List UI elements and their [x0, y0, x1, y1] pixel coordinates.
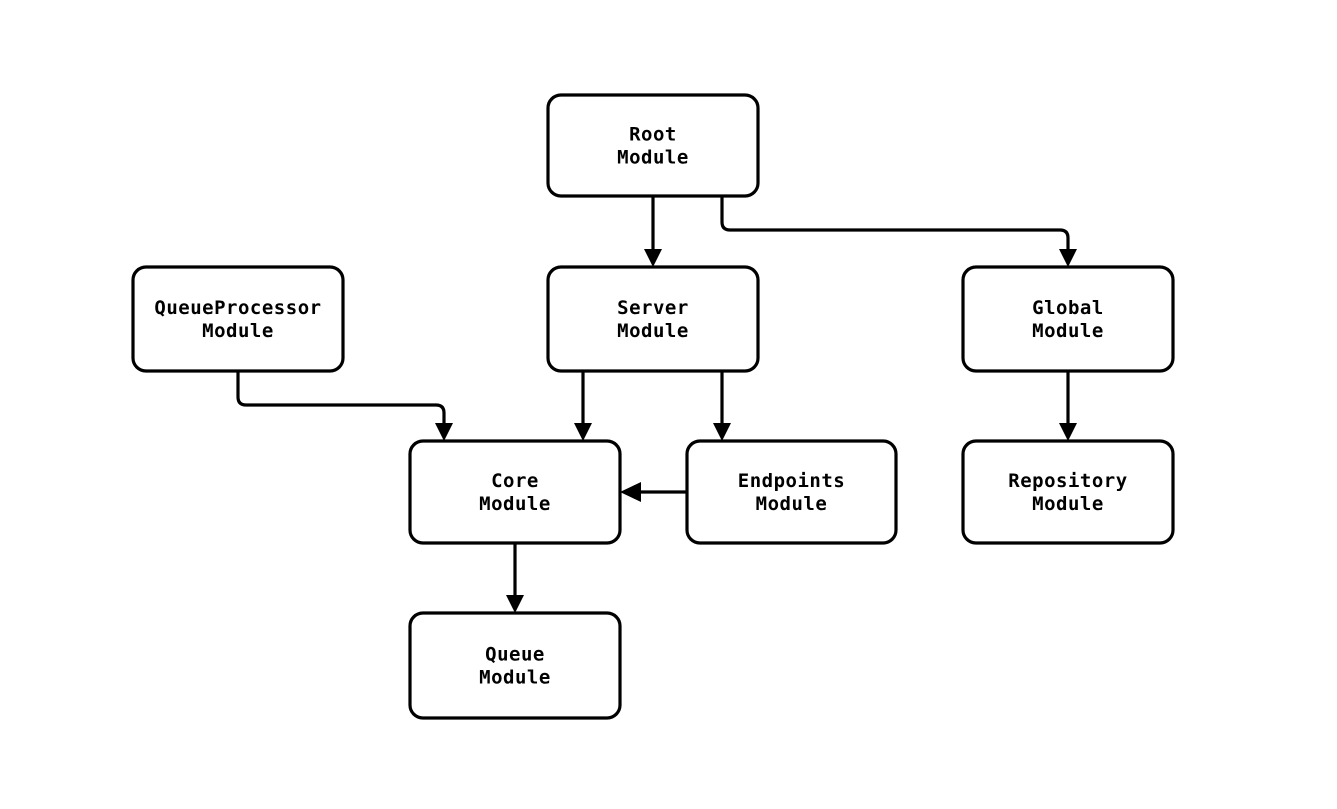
node-box-endpoints[interactable] [685, 439, 898, 545]
node-box-global[interactable] [961, 265, 1175, 373]
edge-line [720, 196, 1070, 250]
arrowhead-icon [620, 482, 641, 502]
node-box-queue[interactable] [408, 611, 622, 720]
node-label-line1: Queue [485, 643, 545, 665]
edge-global-to-repository: Global Module depends on Repository Modu… [1059, 371, 1077, 441]
arrowhead-icon [1059, 249, 1077, 267]
node-box-server[interactable] [546, 265, 760, 373]
edge-queueprocessor-to-core: QueueProcessor Module depends on Core Mo… [236, 371, 453, 441]
edge-endpoints-to-core: Endpoints Module depends on Core Module [620, 482, 687, 502]
edge-root-to-global: Root Module depends on Global Module [720, 196, 1077, 267]
arrowhead-icon [713, 423, 731, 441]
arrowhead-icon [644, 249, 662, 267]
arrowhead-icon [506, 595, 524, 613]
node-label-line2: Module [617, 320, 689, 342]
edge-server-to-endpoints: Server Module depends on Endpoints Modul… [713, 371, 731, 441]
node-label-line1: Endpoints [738, 470, 845, 492]
edge-root-to-server: Root Module depends on Server Module [644, 196, 662, 267]
edges-layer: Root Module depends on Server Module Root… [236, 196, 1077, 613]
node-label-line2: Module [1032, 320, 1104, 342]
node-label-line1: Core [491, 470, 539, 492]
node-box-queueprocessor[interactable] [131, 265, 345, 373]
node-label-line1: Root [629, 123, 677, 145]
node-label-line1: QueueProcessor [154, 297, 321, 319]
node-label-line2: Module [479, 666, 551, 688]
edge-server-to-core: Server Module depends on Core Module [574, 371, 592, 441]
node-box-root[interactable] [546, 93, 760, 198]
edge-core-to-queue: Core Module depends on Queue Module [506, 543, 524, 613]
node-label-line2: Module [617, 146, 689, 168]
edge-line [236, 371, 446, 424]
node-box-repository[interactable] [961, 439, 1175, 545]
node-label-line1: Repository [1008, 470, 1127, 492]
arrowhead-icon [574, 423, 592, 441]
arrowhead-icon [1059, 423, 1077, 441]
node-label-line1: Global [1032, 297, 1104, 319]
node-label-line2: Module [479, 493, 551, 515]
node-box-core[interactable] [408, 439, 622, 545]
arrowhead-icon [435, 423, 453, 441]
node-label-line2: Module [1032, 493, 1104, 515]
node-label-line1: Server [617, 297, 689, 319]
node-label-line2: Module [756, 493, 828, 515]
node-label-line2: Module [202, 320, 274, 342]
